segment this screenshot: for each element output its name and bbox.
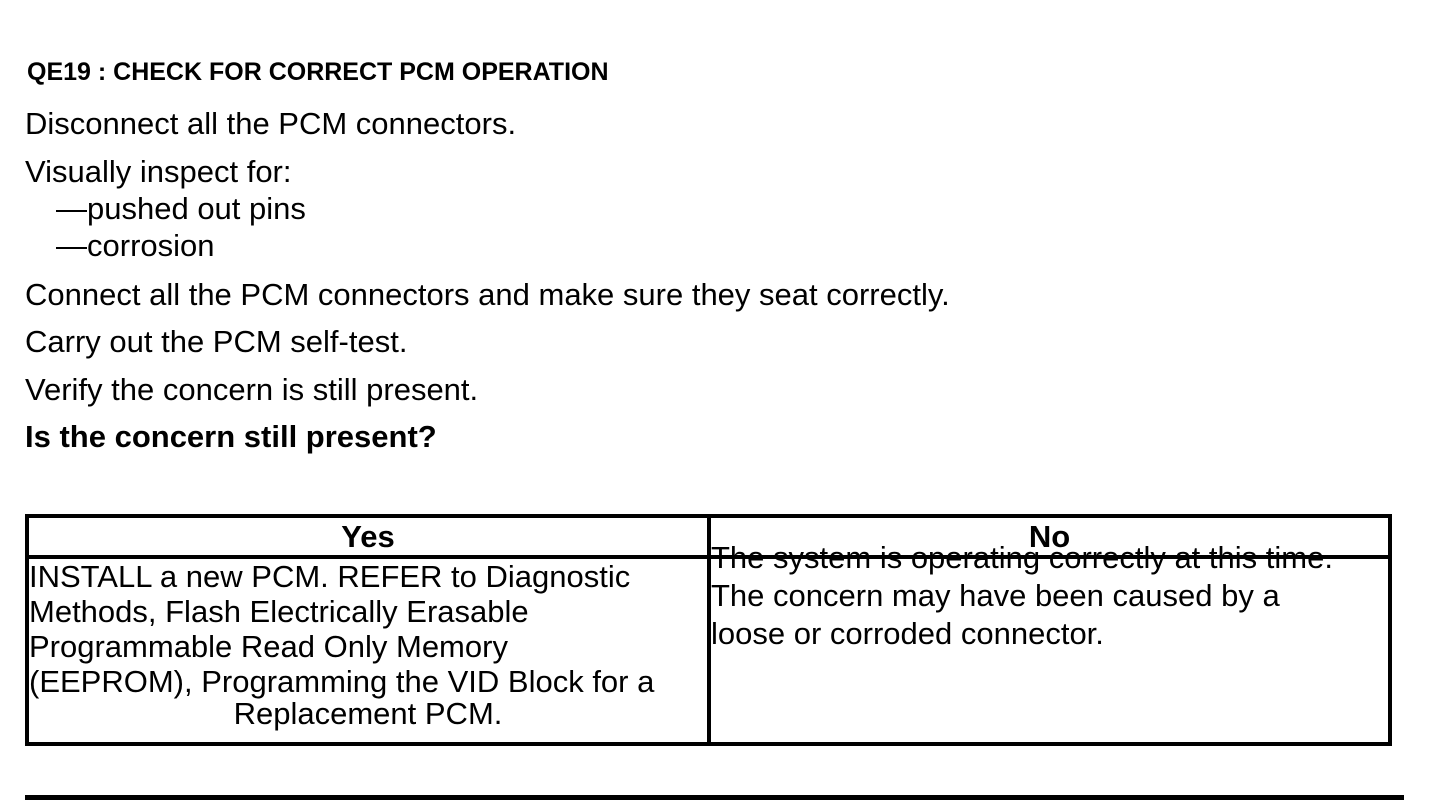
yes-header: Yes [25,514,711,559]
instruction-connect: Connect all the PCM connectors and make … [25,277,950,312]
instruction-disconnect: Disconnect all the PCM connectors. [25,106,517,141]
inspect-item-corrosion: —corrosion [56,228,215,263]
yes-action-line: Methods, Flash Electrically Erasable [29,594,529,629]
yes-action-line: Replacement PCM. [233,696,503,731]
result-table: Yes No INSTALL a new PCM. REFER to Diagn… [25,514,1392,746]
footer-divider [25,795,1404,800]
decision-question: Is the concern still present? [25,419,437,454]
no-header: No [707,514,1392,559]
inspect-item-pushed-out-pins: —pushed out pins [56,191,306,226]
no-action-line: The concern may have been caused by a [711,578,1280,613]
no-action-cell: The system is operating correctly at thi… [707,540,1392,746]
yes-action-line: INSTALL a new PCM. REFER to Diagnostic [29,559,631,594]
result-header-row: Yes No [25,514,1392,559]
yes-action-line: Programmable Read Only Memory [29,629,508,664]
no-action-line: The system is operating correctly at thi… [711,540,1333,575]
instruction-self-test: Carry out the PCM self-test. [25,324,408,359]
yes-action-cell: INSTALL a new PCM. REFER to Diagnostic M… [25,555,711,746]
instruction-verify: Verify the concern is still present. [25,372,479,407]
result-action-row: INSTALL a new PCM. REFER to Diagnostic M… [25,540,1392,746]
yes-action-line: (EEPROM), Programming the VID Block for … [29,664,655,699]
instruction-inspect: Visually inspect for: [25,154,292,189]
no-action-line: loose or corroded connector. [711,616,1104,651]
step-heading: QE19 : CHECK FOR CORRECT PCM OPERATION [27,58,609,86]
